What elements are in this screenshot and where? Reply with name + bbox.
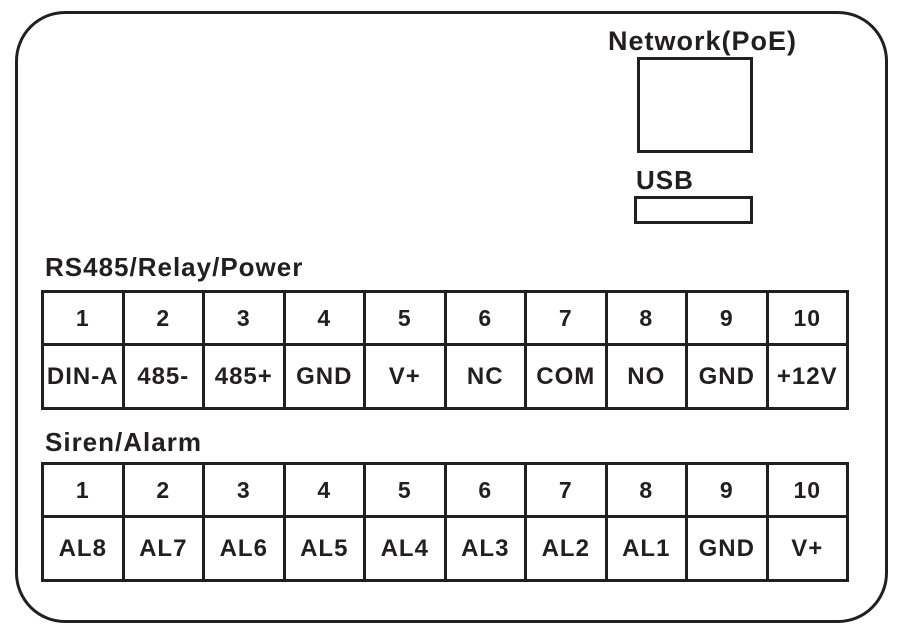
pin-label: AL1	[604, 515, 688, 582]
pin-label: V+	[765, 515, 849, 582]
pin-number: 4	[282, 462, 366, 518]
pin-label: AL4	[363, 515, 447, 582]
pin-label: AL6	[202, 515, 286, 582]
pin-label: V+	[363, 343, 447, 410]
pin-number: 1	[41, 290, 125, 346]
pin-number: 4	[282, 290, 366, 346]
pin-label: +12V	[765, 343, 849, 410]
pin-number: 6	[443, 462, 527, 518]
pin-label: AL2	[524, 515, 608, 582]
usb-label: USB	[636, 165, 694, 195]
rs485-relay-power-title: RS485/Relay/Power	[45, 252, 304, 282]
pin-number: 8	[604, 462, 688, 518]
pin-label: GND	[685, 515, 769, 582]
pin-number: 2	[121, 290, 205, 346]
pin-number: 9	[685, 462, 769, 518]
pin-label: DIN-A	[41, 343, 125, 410]
pin-number: 5	[363, 290, 447, 346]
pin-number: 7	[524, 290, 608, 346]
rs485-relay-power-table: 1 2 3 4 5 6 7 8 9 10 DIN-A 485- 485+ GND…	[41, 290, 849, 410]
network-poe-port	[637, 57, 753, 153]
pin-label: AL7	[121, 515, 205, 582]
usb-port	[634, 196, 753, 224]
pin-number: 7	[524, 462, 608, 518]
pin-label: AL3	[443, 515, 527, 582]
pin-number: 1	[41, 462, 125, 518]
pin-label: 485-	[121, 343, 205, 410]
pin-label: AL8	[41, 515, 125, 582]
siren-alarm-title: Siren/Alarm	[45, 427, 202, 457]
pin-label: GND	[685, 343, 769, 410]
pin-number: 8	[604, 290, 688, 346]
pin-number: 10	[765, 290, 849, 346]
pin-number: 3	[202, 290, 286, 346]
pin-label: NO	[604, 343, 688, 410]
siren-pin-number-row: 1 2 3 4 5 6 7 8 9 10	[41, 462, 849, 518]
siren-pin-label-row: AL8 AL7 AL6 AL5 AL4 AL3 AL2 AL1 GND V+	[41, 515, 849, 582]
pin-number: 6	[443, 290, 527, 346]
pin-label: COM	[524, 343, 608, 410]
pin-label: 485+	[202, 343, 286, 410]
siren-alarm-table: 1 2 3 4 5 6 7 8 9 10 AL8 AL7 AL6 AL5 AL4…	[41, 462, 849, 582]
pin-number: 5	[363, 462, 447, 518]
pin-label: GND	[282, 343, 366, 410]
pin-label: NC	[443, 343, 527, 410]
pin-number: 2	[121, 462, 205, 518]
pin-number: 3	[202, 462, 286, 518]
pin-number: 10	[765, 462, 849, 518]
device-outline	[15, 11, 888, 623]
rs485-pin-label-row: DIN-A 485- 485+ GND V+ NC COM NO GND +12…	[41, 343, 849, 410]
rs485-pin-number-row: 1 2 3 4 5 6 7 8 9 10	[41, 290, 849, 346]
pin-number: 9	[685, 290, 769, 346]
network-poe-label: Network(PoE)	[608, 26, 798, 56]
pin-label: AL5	[282, 515, 366, 582]
